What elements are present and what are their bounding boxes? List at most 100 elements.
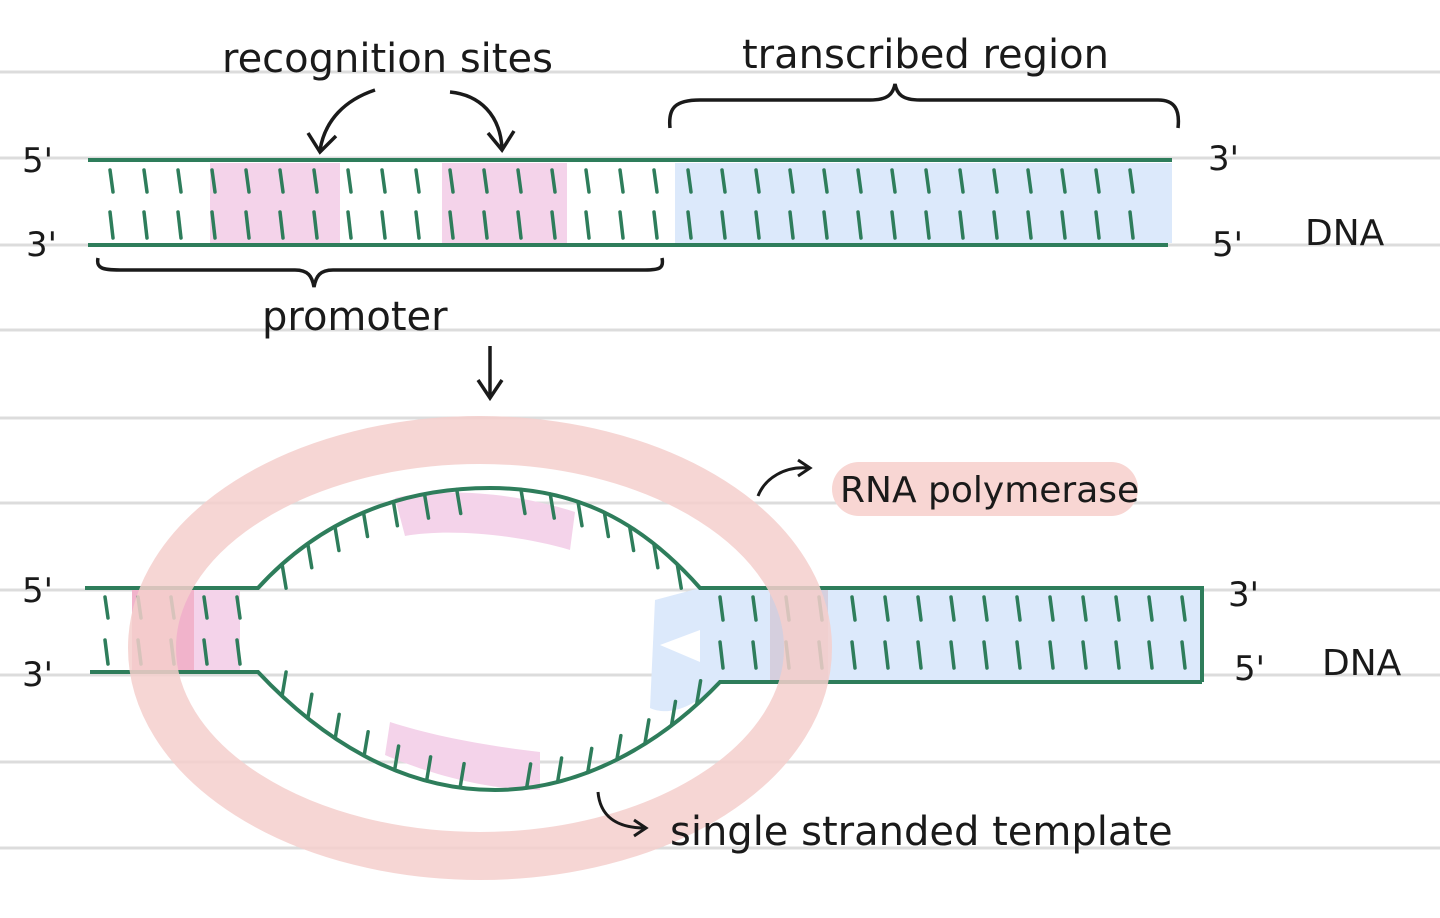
base-pair-tick [482, 168, 489, 194]
base-pair-tick [890, 168, 897, 194]
base-pair-tick [1048, 595, 1055, 622]
transition-arrowhead [476, 379, 504, 402]
bubble-coding-strand [85, 485, 1204, 682]
bubble-right-transcribed-highlight [650, 588, 1202, 712]
template-pointer [596, 791, 646, 830]
base-pair-tick [361, 510, 370, 539]
base-pair-tick [584, 168, 591, 194]
base-pair-tick [720, 210, 727, 240]
base-pair-tick [550, 168, 557, 194]
base-pair-tick [618, 210, 625, 240]
base-pair-tick [235, 595, 242, 620]
top-left-3prime-label: 3' [26, 225, 57, 265]
base-pair-tick [210, 168, 217, 194]
base-pair-tick [448, 168, 455, 194]
rna-polymerase-pointer-head [797, 458, 813, 478]
base-pair-tick [718, 640, 725, 670]
base-pair-tick [652, 541, 660, 570]
base-pair-tick [883, 640, 890, 670]
base-pair-tick [103, 595, 110, 620]
bottom-right-3prime-label: 3' [1228, 575, 1259, 615]
base-pair-tick [643, 718, 651, 746]
recognition-site-1-highlight [210, 163, 340, 243]
base-pair-tick [958, 210, 965, 240]
base-pair-tick [1060, 210, 1067, 240]
base-pair-tick [694, 678, 703, 707]
base-pair-tick [1180, 640, 1187, 670]
base-pair-tick [850, 640, 857, 670]
bubble-template-strand [90, 670, 1202, 793]
rna-polymerase-tag [832, 462, 1138, 516]
base-pair-tick [686, 210, 693, 240]
bubble-notch [660, 630, 700, 662]
base-pair-tick [1081, 595, 1088, 622]
base-pair-tick [414, 168, 421, 194]
base-pair-tick [454, 487, 463, 516]
base-pair-tick [1026, 210, 1033, 240]
base-pair-tick [108, 210, 115, 240]
base-pair-tick [675, 562, 683, 590]
base-pair-tick [1128, 210, 1135, 240]
base-pair-tick [652, 168, 659, 194]
base-pair-tick [1128, 168, 1135, 194]
base-pair-tick [982, 595, 989, 622]
base-pair-tick [414, 210, 421, 240]
base-pair-tick [1114, 640, 1121, 670]
base-pair-tick [202, 595, 209, 620]
base-pair-tick [482, 210, 489, 240]
base-pair-tick [958, 168, 965, 194]
base-pair-tick [519, 487, 527, 516]
single-stranded-template-label: single stranded template [670, 809, 1173, 855]
base-pair-tick [856, 168, 863, 194]
base-pair-tick [982, 640, 989, 670]
base-pair-tick [627, 524, 636, 553]
bottom-base-pairs [103, 487, 1187, 790]
recognition-arrow-left [318, 88, 376, 151]
bubble-bottom-recognition-highlight [385, 722, 540, 790]
base-pair-tick [176, 210, 183, 240]
template-pointer-head [633, 818, 649, 838]
base-pair-tick [103, 638, 110, 666]
base-pair-tick [602, 510, 611, 539]
base-pair-tick [751, 595, 758, 622]
base-pair-tick [1094, 210, 1101, 240]
bubble-top-recognition-highlight [395, 492, 575, 550]
top-right-5prime-label: 5' [1212, 225, 1243, 265]
base-pair-tick [516, 210, 523, 240]
base-pair-tick [822, 210, 829, 240]
base-pair-tick [278, 168, 285, 194]
base-pair-tick [754, 210, 761, 240]
base-pair-tick [306, 692, 314, 721]
base-pair-tick [576, 499, 584, 528]
base-pair-tick [108, 168, 115, 194]
base-pair-tick [1180, 595, 1187, 622]
base-pair-tick [1147, 640, 1154, 670]
base-pair-tick [883, 595, 890, 622]
base-pair-tick [1015, 640, 1022, 670]
top-dna-duplex [88, 158, 1172, 247]
base-pair-tick [346, 168, 353, 194]
base-pair-tick [686, 168, 693, 194]
base-pair-tick [312, 210, 319, 240]
base-pair-tick [916, 640, 923, 670]
base-pair-tick [142, 210, 149, 240]
promoter-brace [95, 257, 665, 288]
base-pair-tick [754, 168, 761, 194]
base-pair-tick [992, 168, 999, 194]
rna-polymerase-pointer [756, 466, 809, 497]
base-pair-tick [244, 210, 251, 240]
base-pair-tick [1094, 168, 1101, 194]
bottom-left-5prime-label: 5' [22, 571, 53, 611]
rna-polymerase-label: RNA polymerase [840, 470, 1139, 511]
base-pair-tick [516, 168, 523, 194]
base-pair-tick [788, 210, 795, 240]
base-pair-tick [949, 595, 956, 622]
base-pair-tick [280, 670, 288, 698]
base-pair-tick [1015, 595, 1022, 622]
base-pair-tick [949, 640, 956, 670]
base-pair-tick [615, 733, 623, 762]
transcribed-region-label: transcribed region [742, 32, 1109, 78]
base-pair-tick [992, 210, 999, 240]
